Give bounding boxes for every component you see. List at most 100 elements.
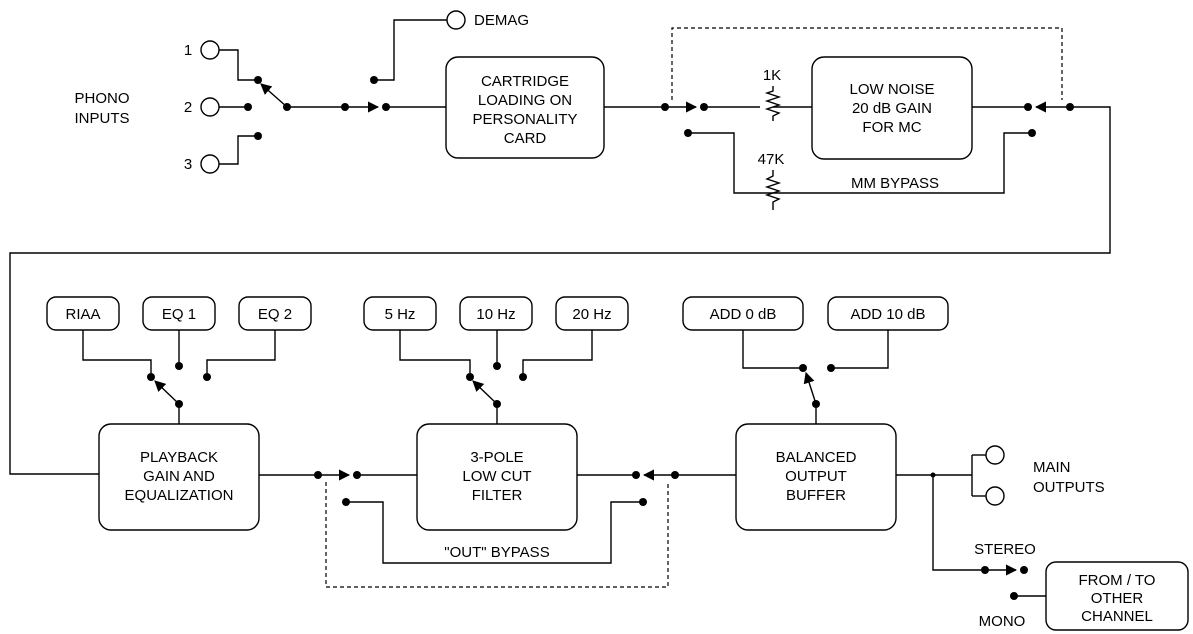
cartridge-line3: PERSONALITY bbox=[472, 111, 577, 128]
lowcut-line3: FILTER bbox=[472, 487, 523, 504]
add-10db-label: ADD 10 dB bbox=[850, 306, 925, 323]
eq-2-wire bbox=[206, 330, 276, 377]
playback-line3: EQUALIZATION bbox=[125, 487, 234, 504]
buffer-line2: OUTPUT bbox=[785, 468, 847, 485]
other-channel-block: FROM / TO OTHER CHANNEL bbox=[1045, 561, 1189, 631]
mono-label: MONO bbox=[979, 613, 1026, 630]
mc-line2: 20 dB GAIN bbox=[852, 100, 932, 117]
mm-bypass-label: MM BYPASS bbox=[851, 175, 939, 192]
gain-selector-switch[interactable] bbox=[803, 371, 817, 405]
buffer-block-box bbox=[735, 423, 897, 531]
resistor-1k-icon bbox=[764, 86, 782, 121]
mc-line1: LOW NOISE bbox=[849, 81, 934, 98]
lowcut-10hz-contact bbox=[493, 362, 501, 370]
cartridge-line1: CARTRIDGE bbox=[481, 73, 569, 90]
lowcut-10hz-label: 10 Hz bbox=[476, 306, 515, 323]
add-10db-contact bbox=[827, 364, 835, 372]
channel-line2: OTHER bbox=[1091, 590, 1144, 607]
main-outputs-line1: MAIN bbox=[1033, 459, 1071, 476]
lowcut-20hz-label: 20 Hz bbox=[572, 306, 611, 323]
eq-riaa-wire bbox=[82, 330, 152, 377]
stereo-label: STEREO bbox=[974, 541, 1036, 558]
balanced-output-buffer-block: BALANCED OUTPUT BUFFER bbox=[735, 423, 897, 531]
playback-eq-block: PLAYBACK GAIN AND EQUALIZATION bbox=[98, 423, 260, 531]
lowcut-20hz-wire bbox=[522, 330, 593, 377]
eq-riaa-contact bbox=[147, 373, 155, 381]
channel-line3: CHANNEL bbox=[1081, 608, 1153, 625]
stereo-mono-wire bbox=[932, 475, 985, 571]
eq-1-contact bbox=[175, 362, 183, 370]
input-2-jack-icon[interactable] bbox=[200, 97, 220, 117]
input-2-contact bbox=[244, 103, 252, 111]
out-bypass-wire bbox=[346, 501, 643, 564]
input-1-wire bbox=[219, 49, 258, 81]
resistor-1k-label: 1K bbox=[763, 67, 781, 84]
lowcut-switch-gang-link bbox=[325, 482, 669, 588]
phono-inputs-label: PHONO INPUTS bbox=[74, 90, 129, 127]
eq-2-label: EQ 2 bbox=[258, 306, 292, 323]
eq-2-contact bbox=[203, 373, 211, 381]
buffer-line3: BUFFER bbox=[786, 487, 846, 504]
input-3-contact bbox=[254, 132, 262, 140]
input-selector-switch[interactable] bbox=[260, 83, 288, 108]
playback-block-box bbox=[98, 423, 260, 531]
input-3-label: 3 bbox=[184, 156, 192, 173]
demag-label: DEMAG bbox=[474, 12, 529, 29]
resistor-47k-icon bbox=[764, 170, 782, 210]
input-1-jack-icon[interactable] bbox=[200, 40, 220, 60]
out-bypass-label: "OUT" BYPASS bbox=[444, 544, 549, 561]
phono-input-2[interactable]: 2 bbox=[184, 97, 220, 117]
lowcut-output-contact bbox=[632, 471, 640, 479]
main-output-2-jack-icon[interactable] bbox=[985, 486, 1005, 506]
lowcut-5hz-label: 5 Hz bbox=[385, 306, 416, 323]
cartridge-loading-block: CARTRIDGE LOADING ON PERSONALITY CARD bbox=[445, 56, 605, 159]
mc-switch-gang-link bbox=[671, 27, 1063, 100]
phono-label-line1: PHONO bbox=[74, 90, 129, 107]
input-1-label: 1 bbox=[184, 42, 192, 59]
cartridge-line2: LOADING ON bbox=[478, 92, 572, 109]
eq-selector-switch[interactable] bbox=[154, 380, 180, 405]
low-noise-mc-block: LOW NOISE 20 dB GAIN FOR MC bbox=[811, 56, 973, 160]
channel-block-box bbox=[1045, 561, 1189, 631]
stereo-contact bbox=[1020, 566, 1028, 574]
lowcut-20hz-contact bbox=[519, 373, 527, 381]
phono-label-line2: INPUTS bbox=[74, 110, 129, 127]
demag-jack-icon[interactable] bbox=[446, 10, 466, 30]
mm-bypass-wire bbox=[688, 132, 1032, 194]
eq-riaa-label: RIAA bbox=[65, 306, 100, 323]
mc-line3: FOR MC bbox=[862, 119, 921, 136]
lowcut-5hz-wire bbox=[399, 330, 471, 377]
main-output-1-jack-icon[interactable] bbox=[985, 445, 1005, 465]
add-0db-contact bbox=[799, 364, 807, 372]
input-3-jack-icon[interactable] bbox=[200, 154, 220, 174]
mm-bypass-output-contact bbox=[1028, 129, 1036, 137]
main-outputs-line2: OUTPUTS bbox=[1033, 479, 1105, 496]
eq-1-label: EQ 1 bbox=[162, 306, 196, 323]
lowcut-line1: 3-POLE bbox=[470, 449, 523, 466]
playback-line1: PLAYBACK bbox=[140, 449, 218, 466]
mc-block-box bbox=[811, 56, 973, 160]
demag-wire bbox=[374, 19, 447, 81]
input-2-label: 2 bbox=[184, 99, 192, 116]
cartridge-line4: CARD bbox=[504, 130, 547, 147]
resistor-47k-label: 47K bbox=[758, 151, 785, 168]
add-10db-wire bbox=[831, 330, 889, 369]
row-connector-wire bbox=[9, 106, 1111, 475]
playback-line2: GAIN AND bbox=[143, 468, 215, 485]
lowcut-10hz-button[interactable] bbox=[459, 296, 533, 331]
buffer-line1: BALANCED bbox=[776, 449, 857, 466]
low-cut-filter-block: 3-POLE LOW CUT FILTER bbox=[416, 423, 578, 531]
lowcut-line2: LOW CUT bbox=[462, 468, 531, 485]
mc-output-contact bbox=[1024, 103, 1032, 111]
channel-line1: FROM / TO bbox=[1079, 572, 1156, 589]
lowcut-selector-switch[interactable] bbox=[472, 380, 498, 405]
input-1-contact bbox=[254, 76, 262, 84]
input-3-wire bbox=[219, 135, 258, 165]
add-0db-label: ADD 0 dB bbox=[710, 306, 777, 323]
lowcut-block-box bbox=[416, 423, 578, 531]
phono-input-3[interactable]: 3 bbox=[184, 154, 220, 174]
lowcut-5hz-contact bbox=[466, 373, 474, 381]
add-0db-wire bbox=[742, 330, 803, 369]
phono-input-1[interactable]: 1 bbox=[184, 40, 220, 60]
